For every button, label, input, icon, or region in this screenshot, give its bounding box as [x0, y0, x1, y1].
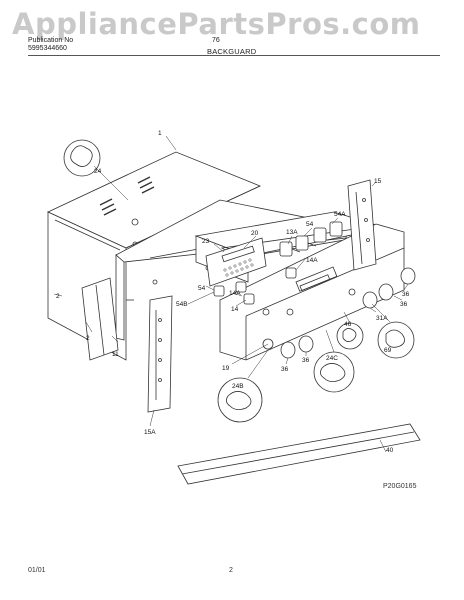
publication-number: 5995344660 — [28, 45, 67, 52]
leader-lines — [53, 135, 409, 453]
footer-page-number: 2 — [229, 567, 233, 574]
callout-36-d: 36 — [402, 291, 410, 298]
callout-24c: 24C — [326, 355, 338, 362]
callout-15: 15 — [374, 178, 382, 185]
callout-23: 23 — [202, 238, 210, 245]
callout-2-lower: 2 — [86, 335, 90, 342]
surface-switches — [213, 221, 343, 305]
callout-40: 40 — [386, 447, 394, 454]
callout-13a: 13A — [286, 229, 298, 236]
callout-19: 19 — [222, 365, 230, 372]
callout-46: 46 — [344, 321, 352, 328]
callout-24: 24 — [94, 168, 102, 175]
right-side-rail — [347, 179, 377, 271]
callout-20: 20 — [251, 230, 259, 237]
callout-31a: 31A — [376, 315, 388, 322]
callout-54b: 54B — [176, 301, 188, 308]
callout-54-left: 54 — [198, 285, 206, 292]
left-side-rail — [147, 295, 173, 413]
callout-54-top: 54 — [306, 221, 314, 228]
publication-label: Publication No — [28, 37, 74, 44]
callout-36-c: 36 — [400, 301, 408, 308]
callout-14a-right: 14A — [306, 257, 318, 264]
callout-labels: 1 24 15 20 23 13A 54 54A 14A 14A 54B 14 … — [56, 130, 410, 454]
callout-15a: 15A — [144, 429, 156, 436]
callout-11: 11 — [112, 351, 119, 358]
section-title: BACKGUARD — [207, 47, 257, 56]
figure-id: P20G0165 — [383, 483, 417, 490]
left-end-bracket — [81, 277, 119, 361]
callout-69: 69 — [384, 347, 392, 354]
model-fragment: 76 — [212, 37, 220, 44]
footer-date: 01/01 — [28, 567, 46, 574]
control-knobs — [262, 267, 416, 359]
callout-54a: 54A — [334, 211, 346, 218]
callout-24b: 24B — [232, 383, 244, 390]
trim-strip — [177, 423, 421, 485]
callout-14: 14 — [231, 306, 239, 313]
callout-2-upper: 2 — [56, 293, 60, 300]
callout-14a-left: 14A — [229, 290, 241, 297]
callout-1: 1 — [158, 130, 162, 137]
callout-36-a: 36 — [281, 366, 289, 373]
watermark: AppliancePartsPros.com — [12, 7, 421, 41]
electronic-clock-control — [205, 237, 267, 287]
detail-circles — [63, 139, 415, 423]
header-rule — [28, 55, 440, 56]
callout-36-b: 36 — [302, 357, 310, 364]
